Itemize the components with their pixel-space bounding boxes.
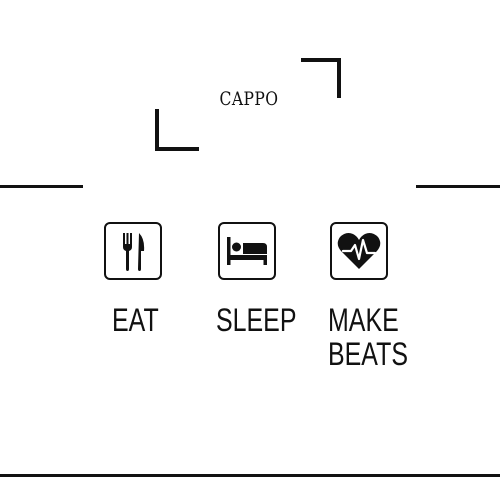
make-beats-tile xyxy=(330,222,388,280)
eat-label: EAT xyxy=(112,302,159,338)
brand-name: CAPPO xyxy=(219,88,279,110)
eat-tile xyxy=(104,222,162,280)
sleep-tile xyxy=(218,222,276,280)
divider-bottom xyxy=(0,474,500,477)
make-beats-label-line1: MAKE xyxy=(328,302,399,338)
corner-bracket-bottom-left xyxy=(155,109,199,151)
make-beats-label-line2: BEATS xyxy=(328,336,408,372)
heartbeat-icon xyxy=(337,233,381,269)
sleep-label: SLEEP xyxy=(216,302,297,338)
divider-right xyxy=(416,185,500,188)
fork-knife-icon xyxy=(123,233,145,271)
bed-icon xyxy=(227,237,267,265)
corner-bracket-top-right xyxy=(301,58,341,98)
divider-left xyxy=(0,185,83,188)
